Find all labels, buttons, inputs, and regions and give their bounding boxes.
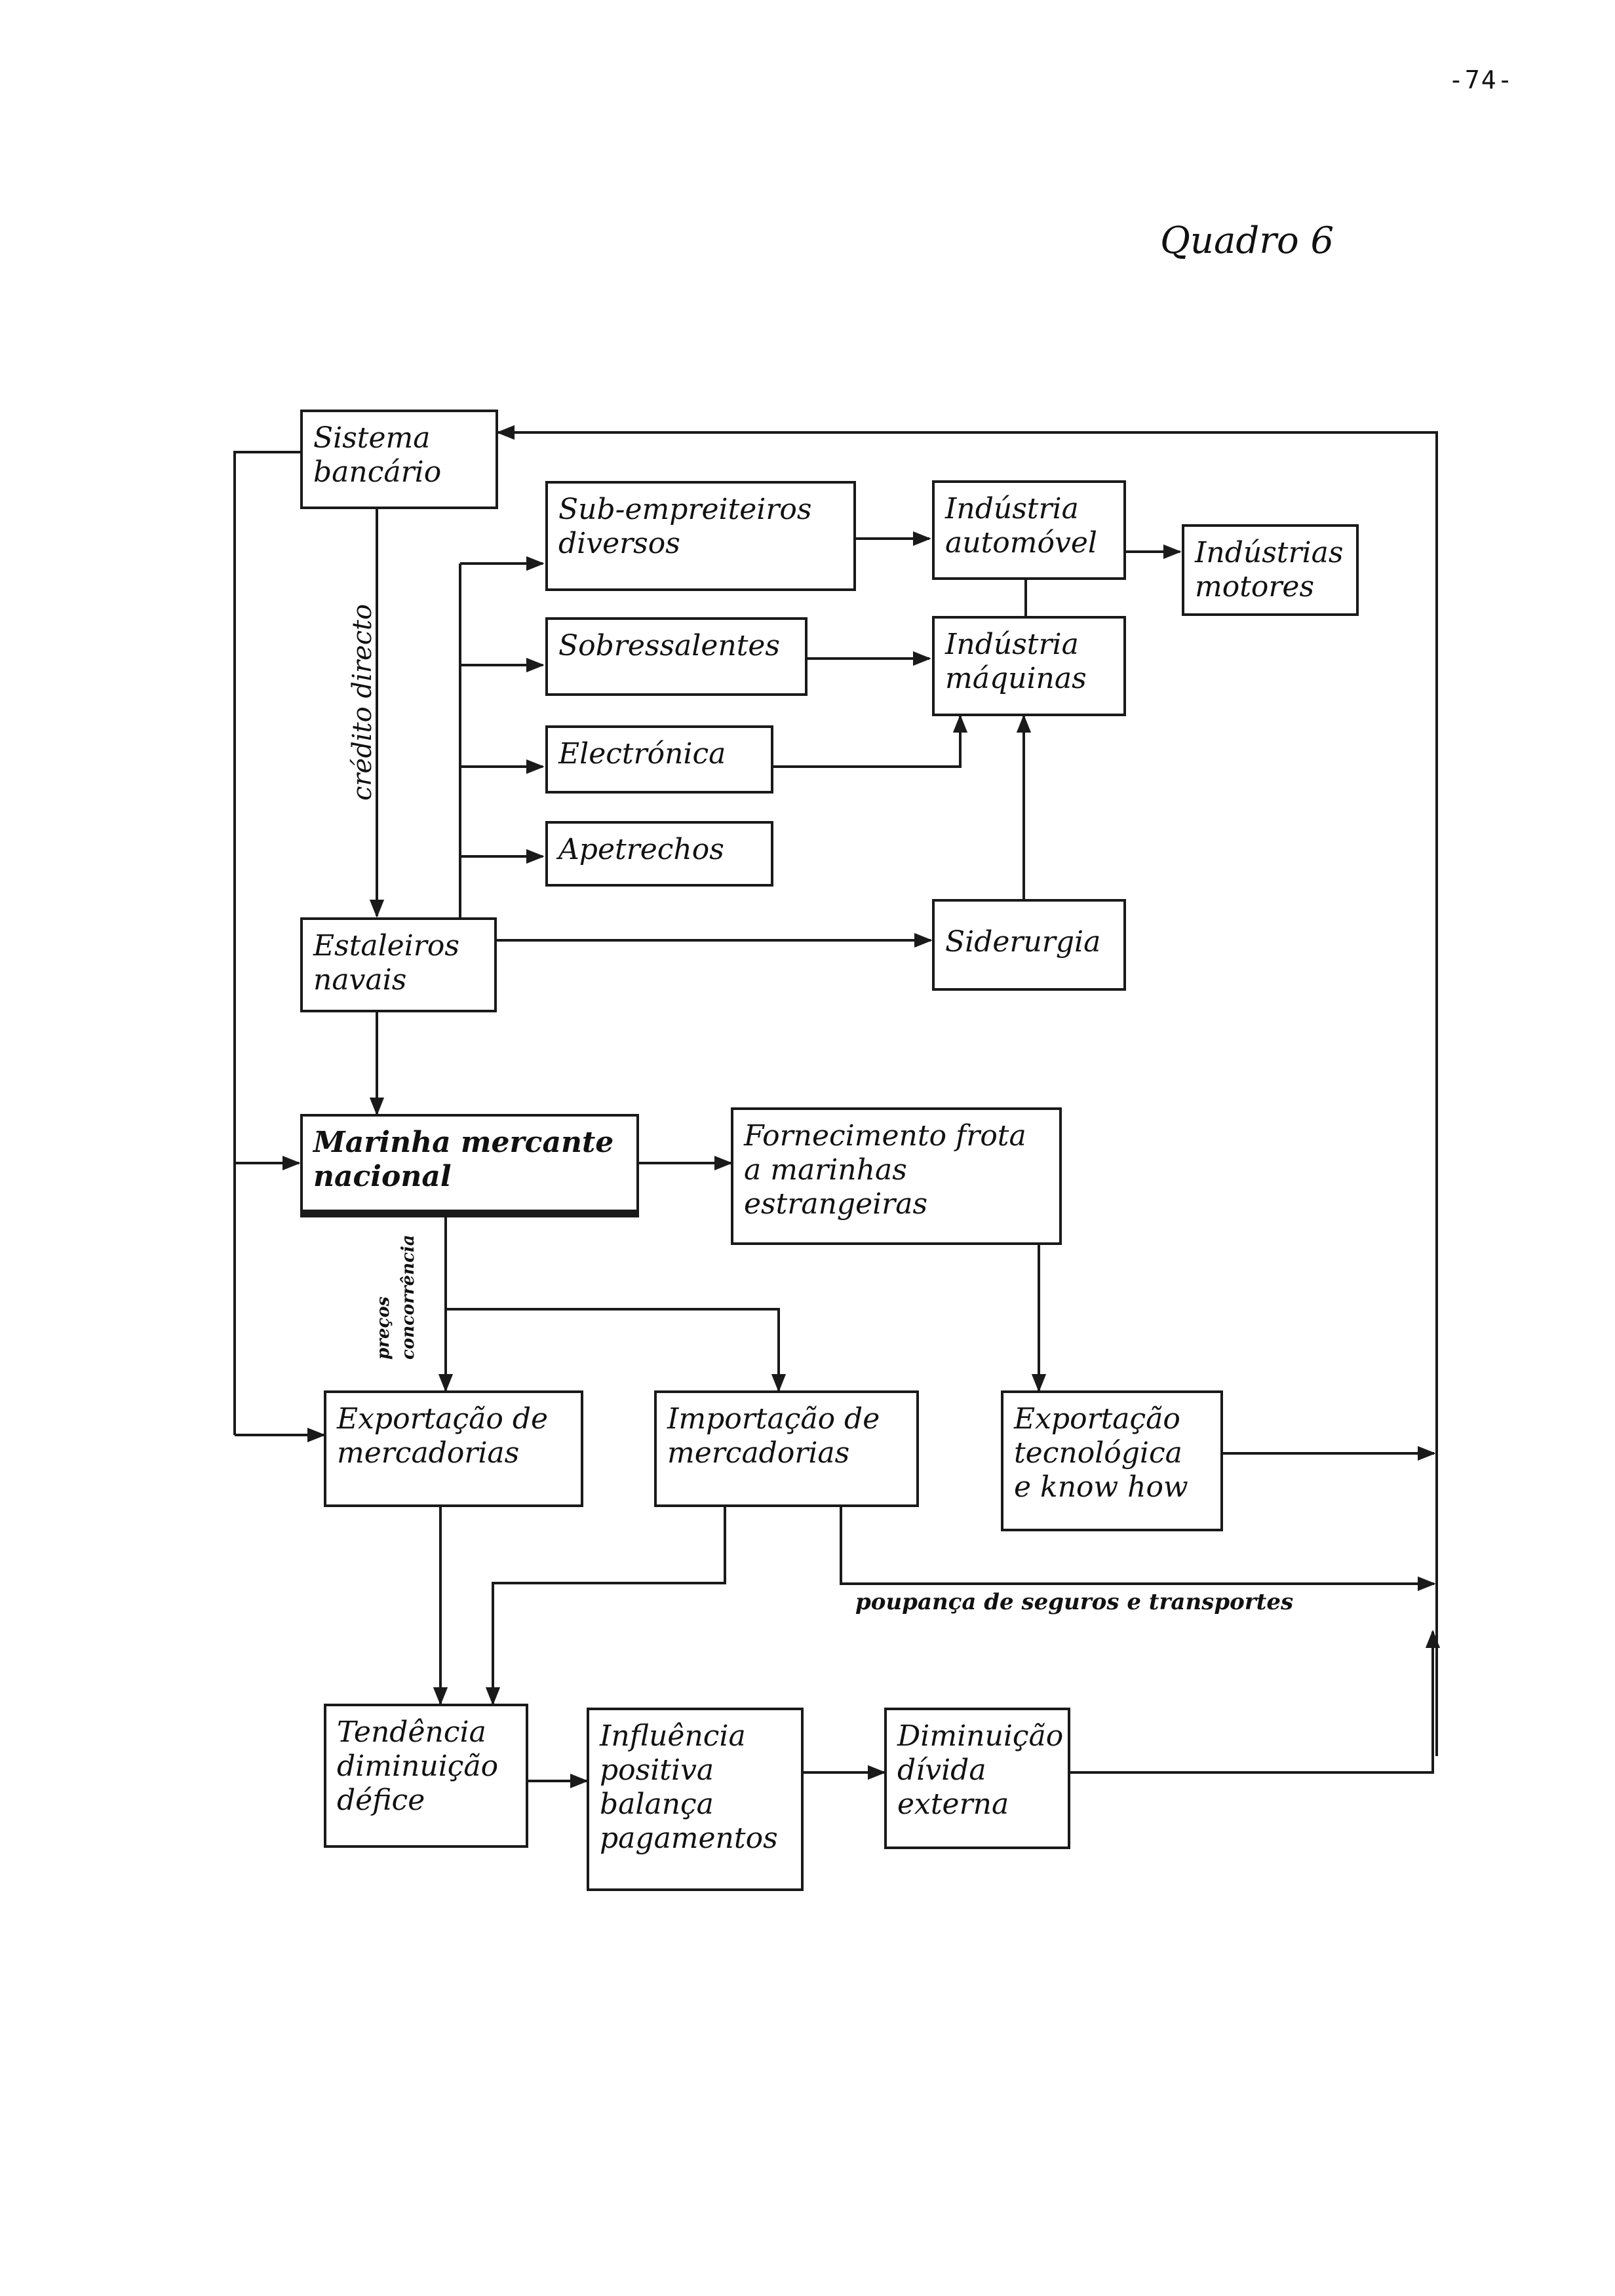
box-industrias-motores: Indústrias motores [1182, 524, 1359, 616]
edge-label-poupanca: poupança de seguros e transportes [855, 1589, 1294, 1615]
box-influencia-positiva-line-2: positiva [600, 1753, 714, 1787]
box-diminuicao-divida: Diminuição dívida externa [884, 1708, 1070, 1849]
box-fornecimento-frota-line-1: Fornecimento frota [744, 1119, 1026, 1153]
box-exportacao-tecnologica: Exportação tecnológica e know how [1001, 1390, 1223, 1531]
box-diminuicao-divida-line-3: externa [897, 1787, 1009, 1821]
box-industrias-motores-line-1: Indústrias [1195, 536, 1344, 569]
edge-label-concorrencia: concorrência [399, 1234, 418, 1360]
edge-label-precos: preços [374, 1296, 393, 1360]
box-estaleiros-navais-line-1: Estaleiros [313, 929, 459, 963]
box-diminuicao-divida-line-1: Diminuição [897, 1719, 1064, 1753]
box-siderurgia-line-1: Siderurgia [945, 925, 1101, 959]
box-marinha-mercante-line-2: nacional [313, 1159, 452, 1193]
box-fornecimento-frota-line-2: a marinhas [744, 1153, 907, 1187]
box-marinha-mercante-line-1: Marinha mercante [313, 1126, 614, 1159]
box-estaleiros-navais-line-2: navais [313, 963, 407, 997]
box-sobressalentes: Sobressalentes [545, 617, 808, 696]
box-influencia-positiva-line-3: balança [600, 1787, 714, 1821]
box-tendencia-diminuicao-line-3: défice [337, 1783, 425, 1817]
edge-left-trunk [233, 451, 300, 1435]
box-electronica: Electrónica [545, 725, 773, 794]
edge-electronica-to-maquinas [773, 714, 968, 768]
edge-importacao-to-tendencia [485, 1507, 726, 1706]
box-industria-maquinas-line-2: máquinas [945, 661, 1087, 695]
box-industria-maquinas: Indústria máquinas [932, 616, 1126, 716]
box-apetrechos: Apetrechos [545, 821, 773, 887]
box-sobressalentes-line-1: Sobressalentes [558, 629, 781, 662]
box-tendencia-diminuicao: Tendência diminuição défice [324, 1704, 528, 1848]
box-influencia-positiva-line-4: pagamentos [600, 1821, 778, 1855]
box-industrias-motores-line-2: motores [1195, 569, 1315, 603]
box-influencia-positiva: Influência positiva balança pagamentos [587, 1708, 804, 1891]
box-exportacao-mercadorias: Exportação de mercadorias [324, 1390, 583, 1507]
box-marinha-mercante: Marinha mercante nacional [300, 1114, 639, 1217]
box-apetrechos-line-1: Apetrechos [558, 833, 724, 866]
box-importacao-mercadorias: Importação de mercadorias [654, 1390, 919, 1507]
box-industria-automovel-line-1: Indústria [945, 492, 1079, 526]
edge-importacao-to-trunk [840, 1507, 1436, 1592]
box-exportacao-mercadorias-line-2: mercadorias [337, 1436, 520, 1470]
box-exportacao-tecnologica-line-2: tecnológica [1014, 1436, 1182, 1470]
box-industria-automovel-line-2: automóvel [945, 526, 1097, 560]
box-sub-empreiteiros-line-2: diversos [558, 526, 680, 560]
box-exportacao-tecnologica-line-1: Exportação [1014, 1402, 1180, 1436]
edge-label-credito-directo: crédito directo [347, 603, 378, 801]
box-sistema-bancario-line-2: bancário [313, 455, 442, 489]
box-sub-empreiteiros: Sub-empreiteiros diversos [545, 481, 856, 591]
edge-feedback-to-sistema-bancario [496, 425, 1438, 1756]
box-exportacao-mercadorias-line-1: Exportação de [337, 1402, 549, 1436]
box-influencia-positiva-line-1: Influência [600, 1719, 746, 1753]
box-electronica-line-1: Electrónica [558, 737, 726, 771]
box-tendencia-diminuicao-line-2: diminuição [337, 1749, 499, 1783]
edge-diminuicao-to-trunk [1070, 1630, 1441, 1774]
box-diminuicao-divida-line-2: dívida [897, 1753, 986, 1787]
box-importacao-mercadorias-line-1: Importação de [667, 1402, 880, 1436]
box-exportacao-tecnologica-line-3: e know how [1014, 1470, 1188, 1504]
box-tendencia-diminuicao-line-1: Tendência [337, 1715, 486, 1749]
box-fornecimento-frota: Fornecimento frota a marinhas estrangeir… [731, 1107, 1062, 1245]
figure-title: Quadro 6 [1160, 220, 1334, 262]
box-sistema-bancario-line-1: Sistema [313, 421, 431, 455]
box-estaleiros-navais: Estaleiros navais [300, 917, 497, 1012]
box-industria-automovel: Indústria automóvel [932, 480, 1126, 580]
box-sistema-bancario: Sistema bancário [300, 410, 498, 509]
box-fornecimento-frota-line-3: estrangeiras [744, 1187, 928, 1221]
box-sub-empreiteiros-line-1: Sub-empreiteiros [558, 493, 812, 526]
edge-marinha-to-importacao [446, 1308, 787, 1392]
box-siderurgia: Siderurgia [932, 899, 1126, 991]
page-number: -74- [1449, 66, 1514, 94]
box-industria-maquinas-line-1: Indústria [945, 628, 1079, 661]
box-importacao-mercadorias-line-2: mercadorias [667, 1436, 850, 1470]
